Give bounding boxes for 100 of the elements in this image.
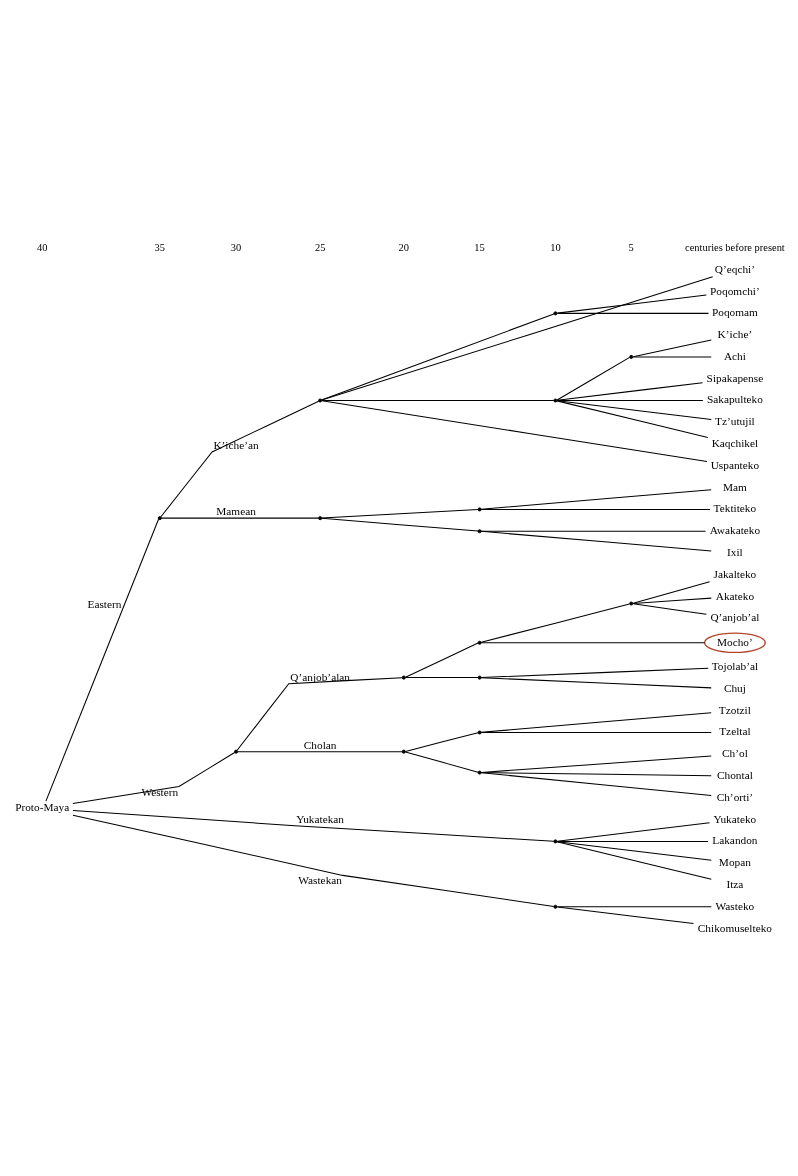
connector — [404, 642, 479, 678]
node-point — [157, 515, 162, 520]
node-text: Tzeltal — [719, 724, 751, 737]
connector — [237, 750, 403, 752]
edge-label: Wastekan — [298, 873, 342, 886]
connector — [480, 603, 630, 643]
node-text: Ch’ol — [722, 746, 748, 759]
node-text: Uspanteko — [710, 458, 760, 471]
edge-label: Yukatekan — [296, 812, 345, 825]
connector — [556, 905, 712, 907]
node-point — [553, 310, 558, 315]
connector — [45, 518, 160, 802]
node-ellipse: Mocho’ — [703, 631, 766, 653]
connector — [321, 399, 708, 462]
edge-label: Eastern — [87, 597, 122, 610]
node-text: Tojolab’al — [711, 659, 759, 672]
node-text: Awakateko — [709, 523, 761, 536]
node-point — [477, 730, 482, 734]
connector — [160, 400, 320, 517]
node-point — [477, 528, 482, 533]
node-point — [318, 515, 323, 520]
node-point — [553, 398, 558, 402]
connector — [480, 508, 711, 510]
connector — [321, 508, 479, 519]
node-text: Chikomuselteko — [697, 921, 772, 934]
connector — [480, 731, 712, 733]
node-text: Poqomchi’ — [710, 284, 760, 297]
connector — [404, 750, 479, 773]
connector — [480, 676, 712, 688]
connector — [556, 399, 712, 420]
node-point — [234, 749, 239, 754]
node-text: Proto-Maya — [15, 800, 70, 813]
node-text: K’iche’ — [717, 327, 753, 340]
connector — [160, 517, 319, 519]
connector — [556, 840, 712, 861]
label: 5 — [628, 241, 634, 253]
node-text: Kaqchikel — [711, 436, 759, 449]
node-text: Tz’utujil — [715, 414, 755, 427]
edge-label: Mamean — [216, 504, 256, 517]
node-text: Sipakapense — [706, 371, 764, 384]
node-text: Q’anjob’al — [710, 610, 760, 623]
connector — [632, 580, 711, 604]
node-point — [401, 675, 406, 680]
node-text: Jakalteko — [713, 567, 757, 580]
node-text: Chontal — [716, 768, 753, 781]
connector — [72, 809, 555, 842]
node-text: Tektiteko — [713, 501, 757, 514]
node-point — [318, 398, 323, 402]
node-text: Q’eqchi’ — [714, 262, 756, 275]
node-text: Achi — [723, 349, 746, 362]
label: 10 — [550, 241, 561, 253]
connector — [556, 399, 709, 438]
node-text: Ch’orti’ — [716, 790, 754, 803]
node-text: Wasteko — [715, 899, 755, 912]
connector — [404, 676, 479, 678]
node-text: Poqomam — [711, 305, 758, 318]
node-point — [477, 506, 482, 511]
connector — [480, 530, 712, 551]
connector — [632, 339, 712, 357]
node-point — [629, 354, 634, 359]
label: 20 — [398, 241, 410, 253]
connector — [480, 771, 712, 796]
node-text: Tzotzil — [718, 703, 751, 716]
connector — [321, 275, 714, 401]
node-text: Mopan — [718, 855, 751, 868]
label: 35 — [154, 241, 166, 253]
connector — [556, 294, 707, 314]
connector — [556, 381, 704, 401]
connector — [556, 821, 711, 842]
connector — [556, 905, 695, 924]
node-point — [553, 904, 558, 909]
node-point — [477, 770, 482, 775]
node-text: Ixil — [727, 545, 743, 558]
connector — [556, 312, 710, 314]
label: 40 — [36, 241, 48, 253]
connector — [632, 602, 707, 615]
node-point — [477, 640, 482, 645]
node-text: Akateko — [715, 589, 755, 602]
connector — [480, 641, 706, 643]
node-point — [401, 749, 406, 754]
node-text: Lakandon — [712, 833, 758, 846]
connector — [72, 814, 555, 907]
label: 15 — [474, 241, 485, 253]
edge-label: Cholan — [303, 738, 337, 751]
connector — [72, 751, 236, 804]
node-text: Chuj — [723, 681, 746, 694]
connector — [404, 731, 479, 752]
label: 30 — [230, 241, 242, 253]
node-text: Sakapulteko — [706, 392, 763, 405]
connector — [632, 355, 712, 357]
node-text: Mam — [722, 480, 747, 493]
node-point — [477, 675, 482, 680]
edge-label: Q’anjob’alan — [290, 670, 350, 683]
connector — [236, 676, 403, 751]
connector — [480, 711, 712, 733]
node-text: Itza — [726, 877, 744, 890]
connector — [556, 840, 712, 880]
connector — [321, 399, 555, 401]
label: 25 — [314, 241, 326, 253]
connector — [480, 488, 712, 510]
